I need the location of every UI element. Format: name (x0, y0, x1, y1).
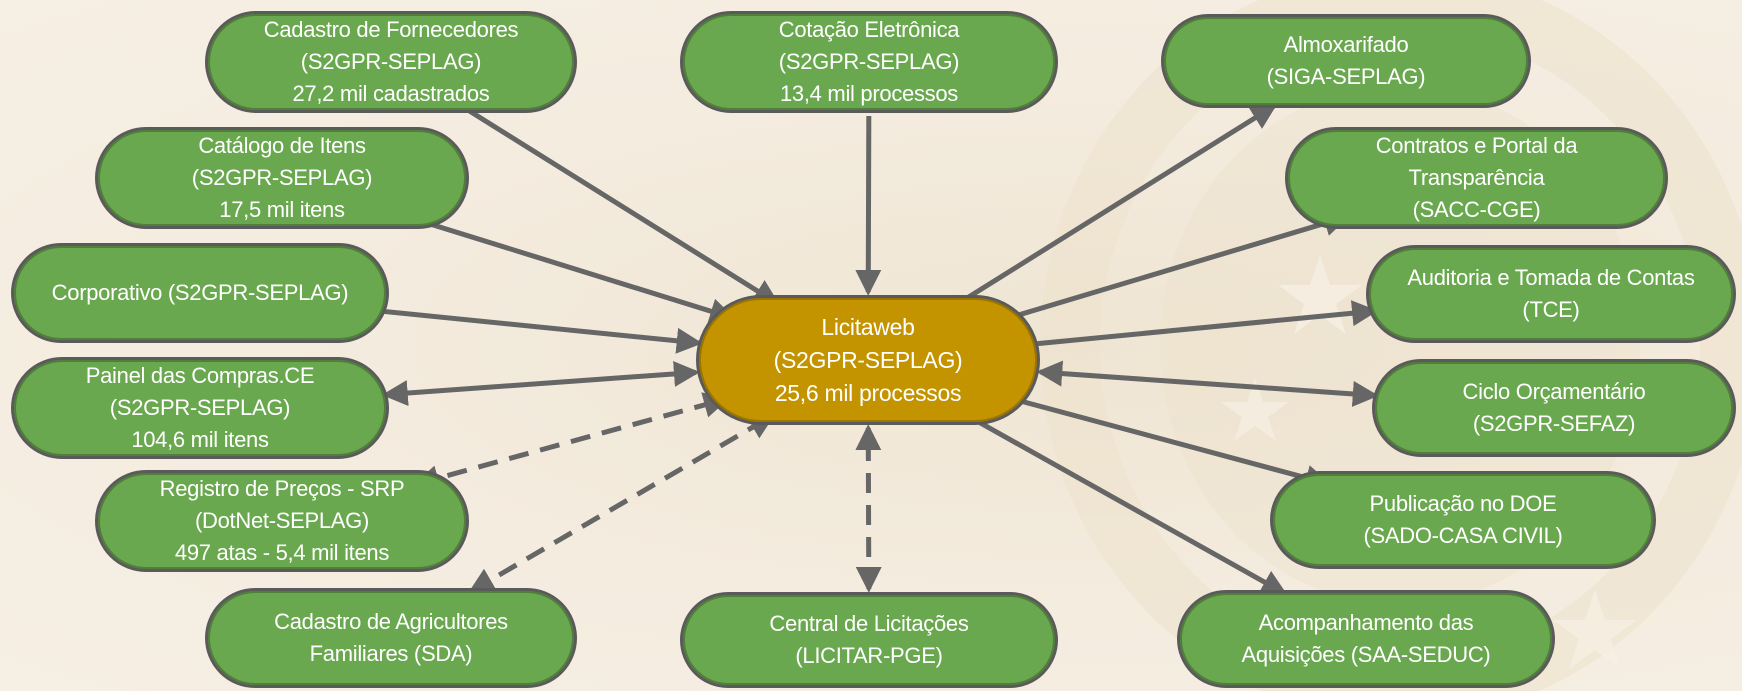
node-line: (SACC-CGE) (1412, 197, 1541, 222)
node-central-licitacoes: Central de Licitações (LICITAR-PGE) (680, 592, 1058, 688)
star-icon (1278, 255, 1362, 334)
node-line: (DotNet-SEPLAG) (195, 508, 369, 533)
node-auditoria-tce: Auditoria e Tomada de Contas (TCE) (1366, 245, 1736, 343)
node-line: (TCE) (1522, 297, 1580, 322)
node-licitaweb-line-1: Licitaweb (821, 313, 915, 340)
node-line: 497 atas - 5,4 mil itens (174, 540, 390, 565)
node-line: (LICITAR-PGE) (795, 643, 943, 668)
node-agricultores-familiares: Cadastro de Agricultores Familiares (SDA… (205, 588, 577, 688)
connector-central-licitacoes-licitaweb (855, 424, 882, 593)
node-line: Auditoria e Tomada de Contas (1407, 265, 1695, 290)
node-licitaweb: Licitaweb (S2GPR-SEPLAG) 25,6 mil proces… (696, 295, 1040, 425)
node-line: Painel das Compras.CE (85, 363, 315, 388)
node-cadastro-fornecedores: Cadastro de Fornecedores (S2GPR-SEPLAG) … (205, 11, 577, 113)
node-line: Cadastro de Fornecedores (263, 17, 519, 42)
node-licitaweb-line-3: 25,6 mil processos (774, 379, 962, 406)
connector-ciclo-orcamentario-licitaweb (1036, 360, 1379, 407)
node-line: 13,4 mil processos (779, 81, 958, 106)
node-line: Almoxarifado (1283, 32, 1409, 57)
node-line: (SADO-CASA CIVIL) (1363, 523, 1563, 548)
node-line: Corporativo (S2GPR-SEPLAG) (51, 280, 349, 305)
node-line: (S2GPR-SEPLAG) (109, 395, 291, 420)
node-line: Central de Licitações (769, 611, 969, 636)
node-line: Contratos e Portal da (1375, 133, 1578, 158)
node-ciclo-orcamentario: Ciclo Orçamentário (S2GPR-SEFAZ) (1372, 359, 1736, 457)
node-almoxarifado: Almoxarifado (SIGA-SEPLAG) (1161, 14, 1531, 108)
node-line: Registro de Preços - SRP (159, 476, 405, 501)
node-line: (S2GPR-SEPLAG) (300, 49, 482, 74)
connector-agricultores-familiares-licitaweb (468, 413, 776, 594)
node-line: 17,5 mil itens (219, 197, 345, 222)
node-cotacao-eletronica: Cotação Eletrônica (S2GPR-SEPLAG) 13,4 m… (680, 11, 1058, 113)
node-line: Ciclo Orçamentário (1462, 379, 1646, 404)
star-icon (1221, 378, 1289, 441)
node-line: (S2GPR-SEPLAG) (778, 49, 960, 74)
node-line: 104,6 mil itens (131, 427, 269, 452)
node-line: (S2GPR-SEPLAG) (191, 165, 373, 190)
node-line: 27,2 mil cadastrados (292, 81, 490, 106)
connector-licitaweb-acompanhamento-aquisicoes (965, 413, 1288, 596)
connector-painel-compras-licitaweb (381, 360, 700, 407)
node-line: Familiares (SDA) (309, 641, 473, 666)
node-corporativo: Corporativo (S2GPR-SEPLAG) (11, 243, 389, 343)
connector-catalogo-itens-licitaweb (407, 214, 736, 324)
node-registro-precos: Registro de Preços - SRP (DotNet-SEPLAG)… (95, 470, 469, 572)
connector-cotacao-eletronica-licitaweb (855, 115, 882, 296)
connector-corporativo-licitaweb (379, 308, 703, 354)
connector-licitaweb-almoxarifado (958, 104, 1278, 305)
node-acompanhamento-aquisicoes: Acompanhamento das Aquisições (SAA-SEDUC… (1177, 590, 1555, 688)
node-line: Aquisições (SAA-SEDUC) (1241, 642, 1491, 667)
node-line: Cotação Eletrônica (778, 17, 960, 42)
connector-licitaweb-contratos-portal (1005, 210, 1351, 322)
node-line: Cadastro de Agricultores (274, 609, 508, 634)
node-painel-compras: Painel das Compras.CE (S2GPR-SEPLAG) 104… (11, 357, 389, 459)
node-contratos-portal: Contratos e Portal da Transparência (SAC… (1285, 127, 1668, 229)
node-line: Acompanhamento das (1258, 610, 1474, 635)
node-catalogo-itens: Catálogo de Itens (S2GPR-SEPLAG) 17,5 mi… (95, 127, 469, 229)
node-line: (SIGA-SEPLAG) (1266, 64, 1426, 89)
connector-licitaweb-auditoria-tce (1037, 300, 1379, 347)
node-line: Transparência (1408, 165, 1545, 190)
node-line: (S2GPR-SEFAZ) (1472, 411, 1636, 436)
node-line: Publicação no DOE (1369, 491, 1557, 516)
node-licitaweb-line-2: (S2GPR-SEPLAG) (773, 346, 963, 373)
connector-licitaweb-publicacao-doe (1010, 396, 1332, 491)
connector-cadastro-fornecedores-licitaweb (466, 108, 780, 305)
star-icon (1553, 590, 1637, 669)
node-line: Catálogo de Itens (198, 133, 366, 158)
node-publicacao-doe: Publicação no DOE (SADO-CASA CIVIL) (1270, 471, 1656, 569)
